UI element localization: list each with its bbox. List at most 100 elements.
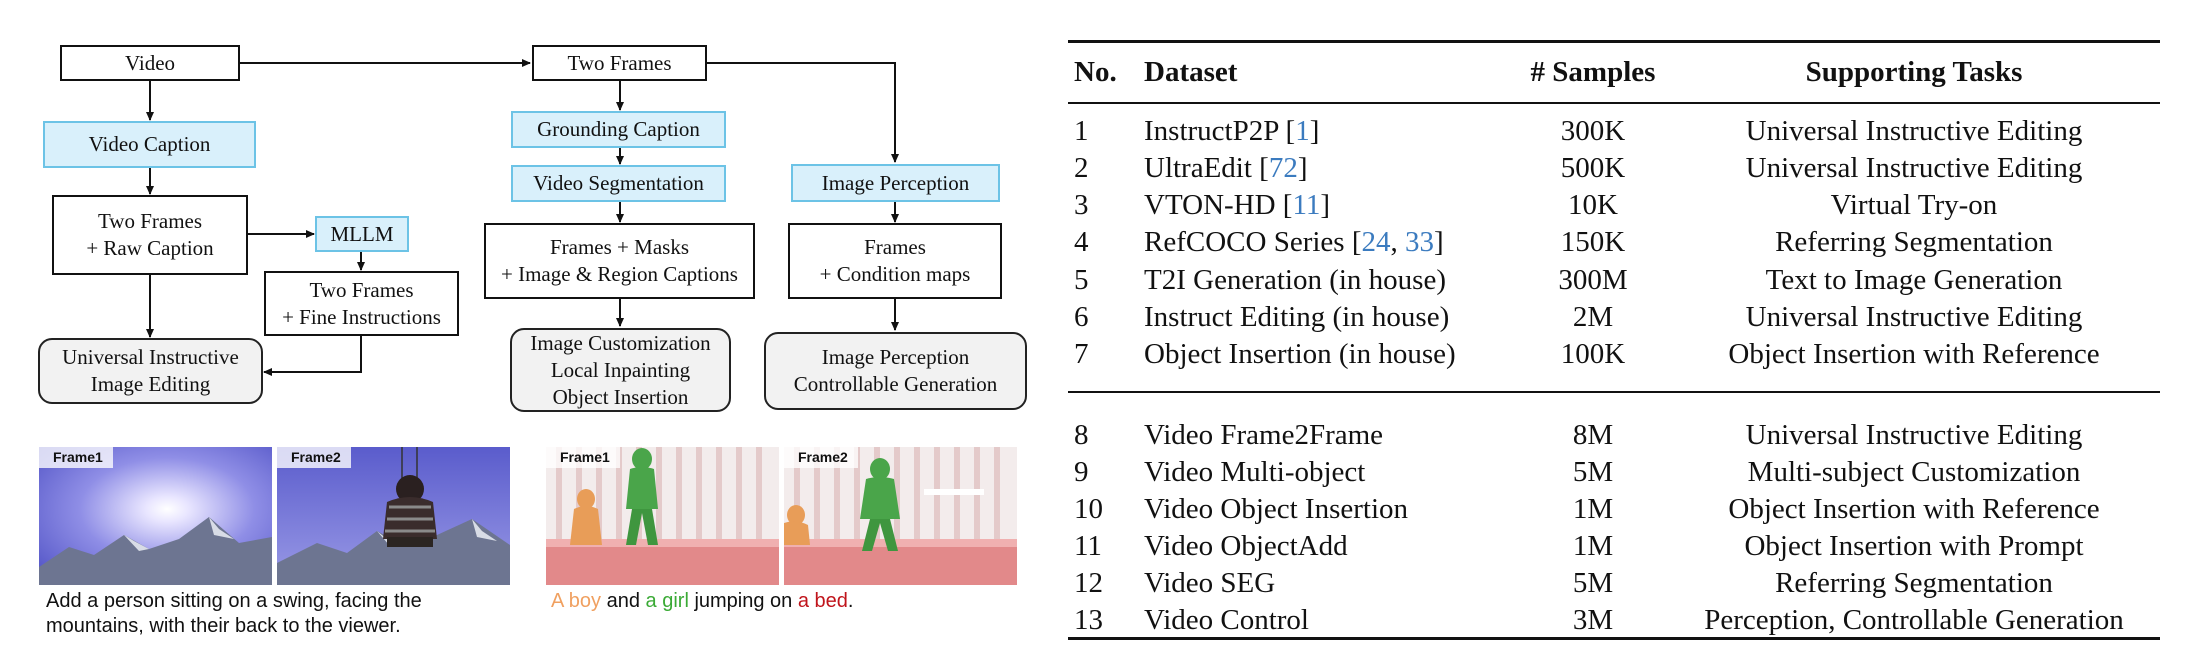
node-line: Two Frames [309,277,414,302]
row-task: Multi-subject Customization [1747,456,2081,488]
grounding-caption-node: Grounding Caption [511,111,726,148]
header-samples: # Samples [1530,56,1656,88]
two-frames-raw-caption-node: Two Frames + Raw Caption [52,195,248,275]
row-dataset: Video Object Insertion [1144,491,1408,527]
row-number: 8 [1074,419,1089,451]
citation-link[interactable]: 24 [1361,226,1391,258]
dataset-name: RefCOCO Series [ [1144,226,1362,258]
video-caption-node: Video Caption [43,121,256,168]
node-line: Frames + Masks [549,235,689,259]
row-dataset: Video Frame2Frame [1144,417,1383,453]
row-number: 1 [1074,115,1089,147]
header-no: No. [1074,56,1117,88]
kids-on-bed-scene [784,447,1017,585]
row-task: Universal Instructive Editing [1745,115,2083,147]
node-line: Image Customization [530,330,711,355]
dataset-name-suffix: ] [1297,152,1308,184]
row-number: 5 [1074,264,1089,296]
node-line: Image Perception [821,345,970,369]
row-task: Universal Instructive Editing [1745,419,2083,451]
node-line: Controllable Generation [793,372,998,396]
row-number: 6 [1074,301,1089,333]
dataset-name: T2I Generation (in house) [1144,264,1446,296]
video-segmentation-label: Video Segmentation [533,171,704,195]
row-number: 11 [1074,530,1102,562]
dataset-name-suffix: ] [1433,226,1444,258]
node-line: Two Frames [97,209,203,233]
dataset-name: Video Object Insertion [1144,493,1409,525]
frame2-label: Frame2 [277,447,351,468]
row-samples: 300M [1558,264,1628,296]
image-perception-node: Image Perception [791,164,1000,202]
pipeline-arrows [146,59,899,376]
dataset-name-suffix: ] [1320,189,1331,221]
dataset-name: Instruct Editing (in house) [1144,301,1450,333]
header-dataset: Dataset [1144,56,1238,88]
dataset-name: Video Control [1144,604,1309,636]
node-line: + Fine Instructions [282,304,441,329]
bed-frame1-image: Frame1 [546,447,779,585]
row-dataset: VTON-HD [11] [1144,187,1330,223]
row-samples: 2M [1572,301,1614,333]
caption-text: jumping on [688,590,798,612]
output-universal-editing-node: Universal Instructive Image Editing [38,338,263,404]
output-perception-node: Image Perception Controllable Generation [764,332,1027,410]
mllm-label: MLLM [330,221,394,246]
kids-on-bed-scene [546,447,779,585]
video-caption-label: Video Caption [88,132,211,156]
row-task: Object Insertion with Reference [1728,493,2100,525]
row-dataset: Object Insertion (in house) [1144,336,1456,372]
dataset-name: VTON-HD [ [1144,189,1293,221]
mllm-node: MLLM [315,216,409,252]
row-number: 9 [1074,456,1089,488]
citation-link[interactable]: 72 [1268,152,1298,184]
row-number: 13 [1074,604,1103,636]
row-samples: 300K [1560,115,1626,147]
dataset-name: InstructP2P [ [1144,115,1296,147]
table-section-rule [1068,391,2160,393]
image-perception-label: Image Perception [821,170,970,195]
row-task: Universal Instructive Editing [1745,301,2083,333]
row-dataset: Video ObjectAdd [1144,528,1348,564]
citation-link[interactable]: 11 [1292,189,1321,221]
row-number: 2 [1074,152,1089,184]
node-line: + Condition maps [819,262,971,286]
two-frames-fine-instructions-node: Two Frames + Fine Instructions [264,271,459,336]
citation-link[interactable]: 1 [1295,115,1310,147]
dataset-name: Object Insertion (in house) [1144,338,1456,370]
row-task: Universal Instructive Editing [1745,152,2083,184]
bed-frame2-image: Frame2 [784,447,1017,585]
two-frames-node: Two Frames [532,45,707,81]
row-samples: 10K [1568,189,1618,221]
table-top-rule [1068,40,2160,43]
node-line: Universal Instructive [62,345,239,369]
row-number: 3 [1074,189,1089,221]
row-samples: 3M [1572,604,1614,636]
caption-bed-phrase: a bed [797,590,848,612]
node-line: + Raw Caption [86,236,214,260]
caption-text: and [601,590,646,612]
table-header-row: No. Dataset # Samples Supporting Tasks [1068,54,2160,90]
row-dataset: InstructP2P [1] [1144,113,1319,149]
row-samples: 500K [1560,152,1626,184]
citation-link[interactable]: 33 [1404,226,1434,258]
node-line: Frames [864,235,926,259]
caption-line: mountains, with their back to the viewer… [46,615,401,637]
row-dataset: Video Multi-object [1144,454,1365,490]
output-customization-node: Image Customization Local Inpainting Obj… [510,328,731,412]
header-tasks: Supporting Tasks [1805,56,2023,88]
caption-text: . [847,590,854,612]
row-number: 10 [1074,493,1103,525]
row-dataset: T2I Generation (in house) [1144,262,1446,298]
swing-frame2-image: Frame2 [277,447,510,585]
video-label: Video [124,50,176,75]
data-pipeline-diagram: Video Two Frames Video Caption Grounding… [0,0,1070,430]
row-task: Text to Image Generation [1765,264,2063,296]
table-bottom-rule [1068,637,2160,640]
frame1-label: Frame1 [39,447,113,468]
